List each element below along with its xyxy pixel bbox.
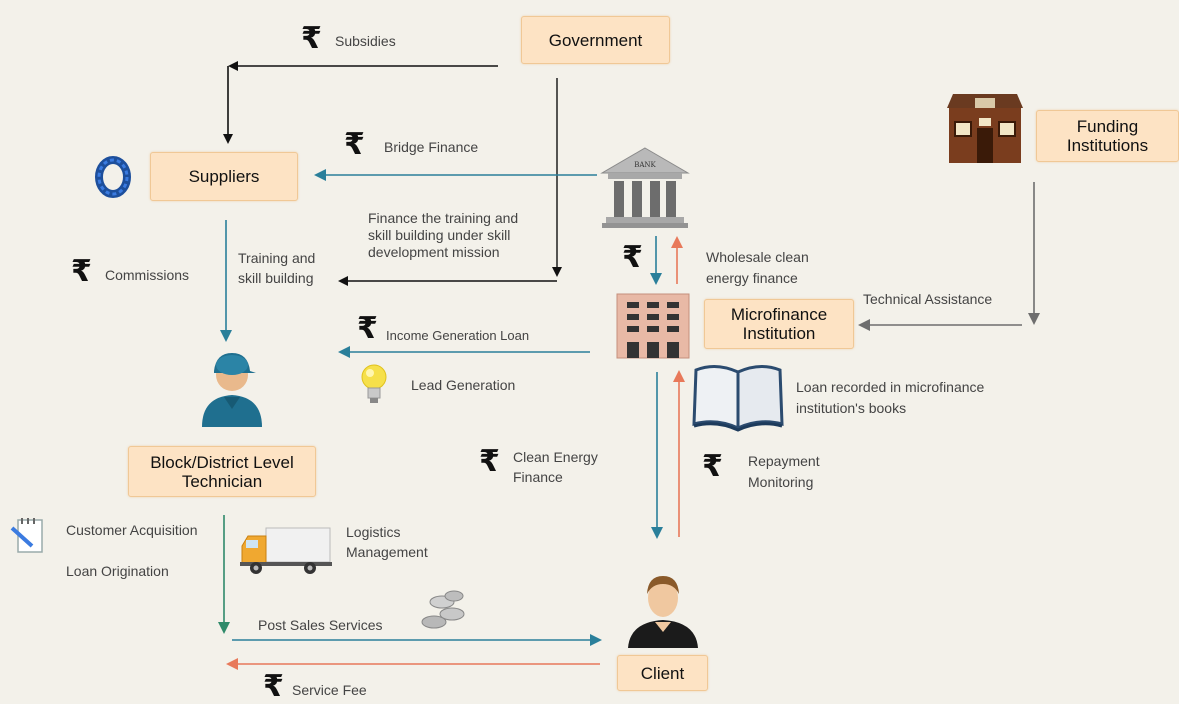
funding-institutions-node: Funding Institutions	[1036, 110, 1179, 162]
label-lead-generation: Lead Generation	[411, 377, 516, 393]
label-repayment-monitoring: Repayment Monitoring	[748, 453, 820, 490]
government-node: Government	[521, 16, 670, 64]
rupee-bridge-finance: ₹	[344, 127, 365, 162]
bank-sign: BANK	[634, 161, 656, 169]
label-loan-origination: Loan Origination	[66, 563, 169, 579]
notepad-icon	[10, 518, 43, 553]
label-technical-assistance: Technical Assistance	[863, 291, 993, 307]
technician-node: Block/District Level Technician	[128, 446, 316, 497]
technician-icon	[202, 353, 262, 427]
label-wholesale: Wholesale clean energy finance	[706, 249, 809, 286]
bank-icon: BANK	[600, 147, 690, 228]
client-node: Client	[617, 655, 708, 691]
label-subsidies: Subsidies	[335, 33, 396, 49]
label-commissions: Commissions	[105, 267, 190, 283]
rupee-repayment: ₹	[702, 449, 723, 484]
label-logistics-management: Logistics Management	[346, 524, 428, 560]
coins-icon	[421, 590, 465, 629]
ring-icon	[95, 156, 131, 198]
label-service-fee: Service Fee	[292, 682, 367, 698]
rupee-subsidies: ₹	[301, 21, 322, 56]
label-finance-training: Finance the training and skill building …	[368, 210, 519, 260]
rupee-wholesale: ₹	[622, 240, 643, 275]
label-training-skill: Training and skill building	[238, 250, 316, 286]
label-clean-energy-finance: Clean Energy Finance	[513, 449, 598, 485]
office-building-icon	[616, 293, 690, 359]
open-book-icon	[692, 365, 784, 432]
label-bridge-finance: Bridge Finance	[384, 139, 479, 155]
rupee-commissions: ₹	[71, 254, 92, 289]
truck-icon	[240, 527, 332, 574]
label-loan-recorded: Loan recorded in microfinance institutio…	[796, 379, 985, 416]
label-post-sales: Post Sales Services	[258, 617, 383, 633]
label-income-loan: Income Generation Loan	[386, 328, 530, 343]
funding-building-icon	[947, 94, 1023, 163]
rupee-income-loan: ₹	[357, 311, 378, 346]
rupee-service-fee: ₹	[263, 669, 284, 704]
microfinance-institution-node: Microfinance Institution	[704, 299, 854, 349]
client-person-icon	[628, 576, 698, 648]
rupee-clean-energy: ₹	[479, 444, 500, 479]
label-customer-acquisition: Customer Acquisition	[66, 522, 198, 538]
suppliers-node: Suppliers	[150, 152, 298, 201]
lightbulb-icon	[361, 364, 387, 403]
